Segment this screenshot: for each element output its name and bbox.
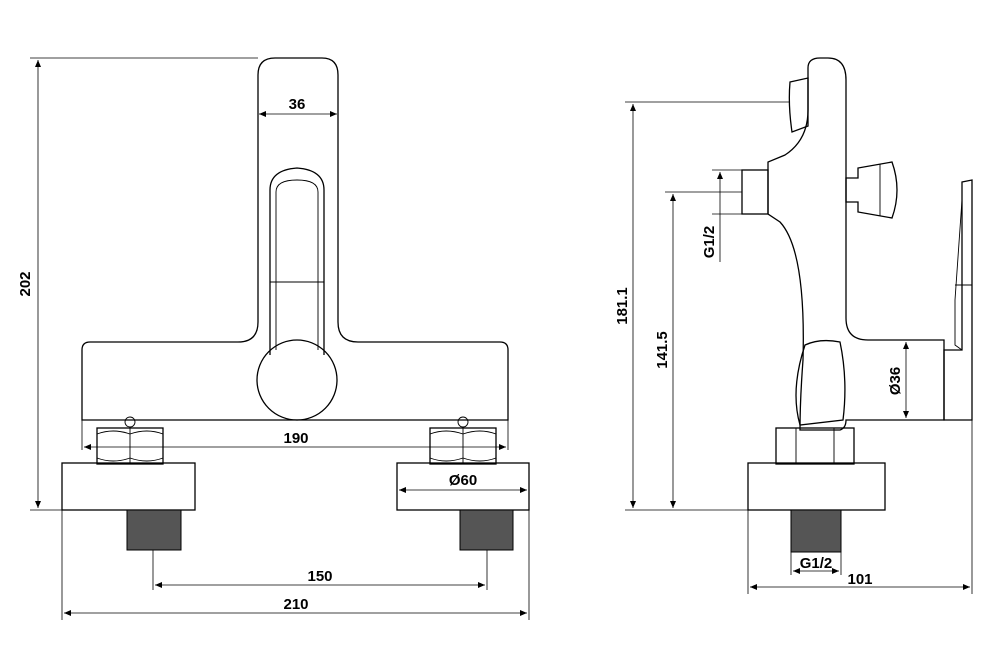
dim-210-label: 210: [283, 596, 308, 613]
side-lower-lever: [795, 339, 846, 426]
side-top-lever: [788, 77, 809, 133]
dim-150-label: 150: [307, 568, 332, 585]
front-body-outline: [81, 57, 509, 421]
front-bolt-right: [457, 416, 469, 428]
dim-36-label: 36: [289, 96, 306, 113]
dim-60-label: Ø60: [449, 472, 477, 489]
dim-181-label: 181.1: [614, 287, 631, 325]
dim-141-label: 141.5: [654, 331, 671, 369]
side-right-knob: [845, 161, 898, 219]
front-thread-right: [459, 509, 514, 551]
front-thread-left: [126, 509, 182, 551]
side-body-outline: [767, 57, 945, 431]
side-thread: [790, 509, 842, 553]
front-spout-arm: [269, 167, 325, 355]
dim-190-label: 190: [283, 430, 308, 447]
front-nut-left: [96, 427, 164, 465]
front-round-knob: [256, 339, 338, 421]
front-nut-right: [429, 427, 497, 465]
front-spout-inner: [275, 179, 319, 350]
dim-202-label: 202: [17, 271, 34, 296]
dim-101-label: 101: [847, 571, 872, 588]
front-flange-left: [61, 462, 196, 511]
front-view: 202 36 190 Ø60 150 210: [17, 57, 530, 620]
side-view: 181.1 141.5 G1/2 Ø36 G1/2 101: [614, 57, 973, 594]
dim-36d-label: Ø36: [887, 367, 904, 395]
side-hook-curve: [954, 199, 963, 351]
side-flange: [747, 462, 886, 511]
side-inlet-stub: [741, 169, 769, 215]
dim-g12-bottom-label: G1/2: [800, 555, 833, 572]
side-wall-plate: [943, 179, 973, 421]
dim-g12-side-label: G1/2: [701, 226, 718, 259]
side-nut: [775, 427, 855, 465]
front-bolt-left: [124, 416, 136, 428]
